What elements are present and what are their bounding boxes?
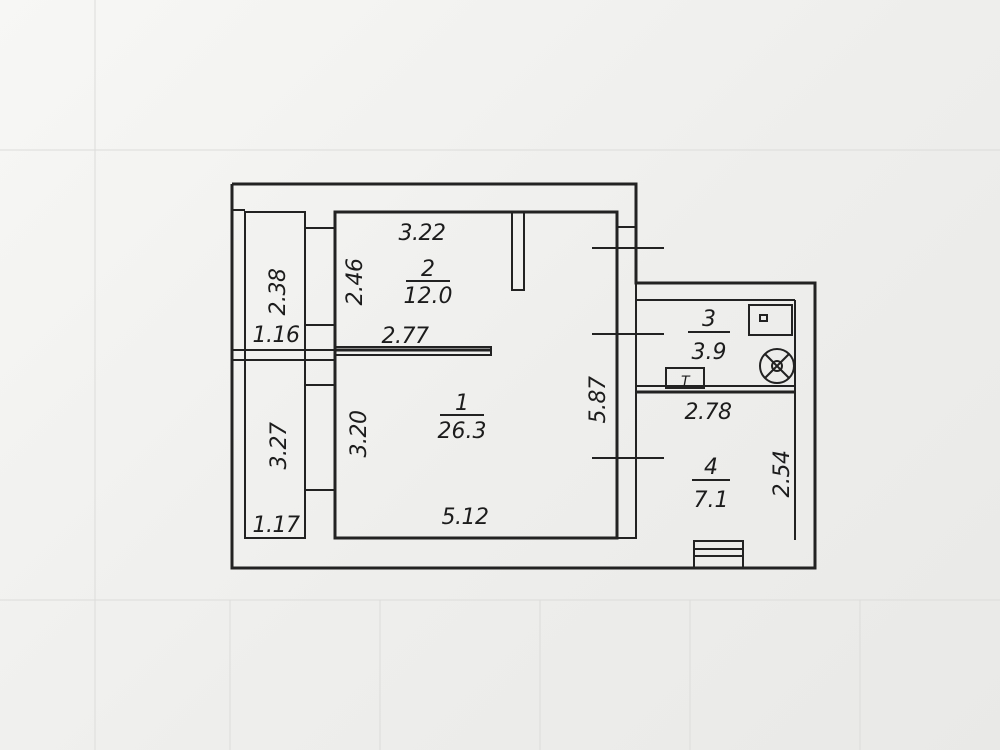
room1-height-label: 3.20 [347, 411, 372, 458]
room3-number: 3 [702, 307, 716, 332]
room1-width-label: 5.12 [442, 505, 489, 530]
room2-number: 2 [421, 257, 435, 282]
room3-width-label: 2.78 [685, 400, 732, 425]
room4-number: 4 [704, 455, 718, 480]
room1-number: 1 [455, 391, 469, 416]
room2-area: 12.0 [404, 284, 453, 309]
balcony-top-width-label: 1.16 [253, 323, 300, 348]
main-room-block [333, 210, 619, 540]
room1-area: 26.3 [438, 419, 487, 444]
room2-width-label: 3.22 [399, 221, 446, 246]
outer-walls [230, 182, 817, 570]
partition-length-label: 2.77 [382, 324, 429, 349]
toilet-marker: T [681, 374, 691, 390]
balcony-top-height-label: 2.38 [266, 268, 291, 315]
room4-height-label: 2.54 [770, 451, 795, 498]
balcony-bottom-height-label: 3.27 [267, 422, 292, 469]
washbasin-icon [759, 348, 795, 384]
room3-area: 3.9 [692, 340, 727, 365]
room2-height-label: 2.46 [343, 258, 368, 305]
balcony-bottom-width-label: 1.17 [253, 513, 300, 538]
balcony [232, 211, 335, 539]
rooms-3-4 [636, 304, 795, 394]
room4-area: 7.1 [694, 488, 729, 513]
bottom-window [693, 540, 744, 569]
central-wall [592, 226, 664, 539]
room1-depth-label: 5.87 [586, 376, 611, 423]
